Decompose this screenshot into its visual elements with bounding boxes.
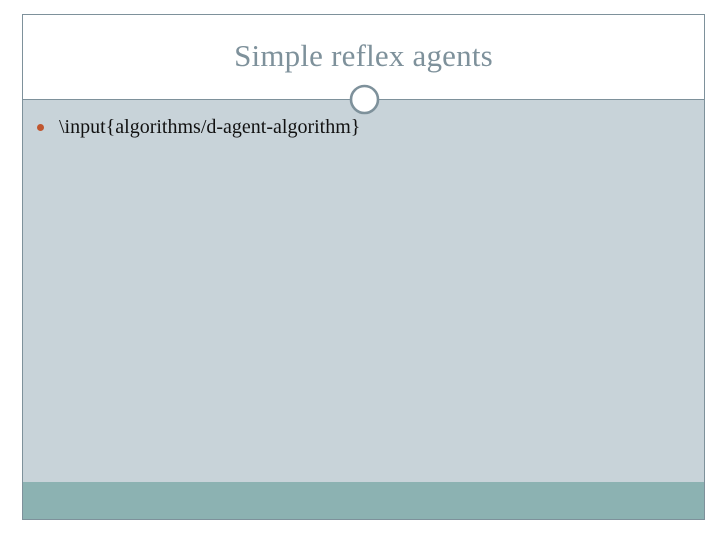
slide-footer-bar (23, 482, 704, 519)
slide-frame: Simple reflex agents \input{algorithms/d… (22, 14, 705, 520)
slide-body-area: \input{algorithms/d-agent-algorithm} (23, 100, 704, 519)
bullet-dot-icon (37, 124, 44, 131)
list-item: \input{algorithms/d-agent-algorithm} (23, 113, 704, 141)
list-item-label: \input{algorithms/d-agent-algorithm} (59, 116, 361, 138)
ring-ornament-icon (348, 83, 381, 116)
bullet-list: \input{algorithms/d-agent-algorithm} (23, 100, 704, 141)
slide-title: Simple reflex agents (234, 38, 493, 73)
